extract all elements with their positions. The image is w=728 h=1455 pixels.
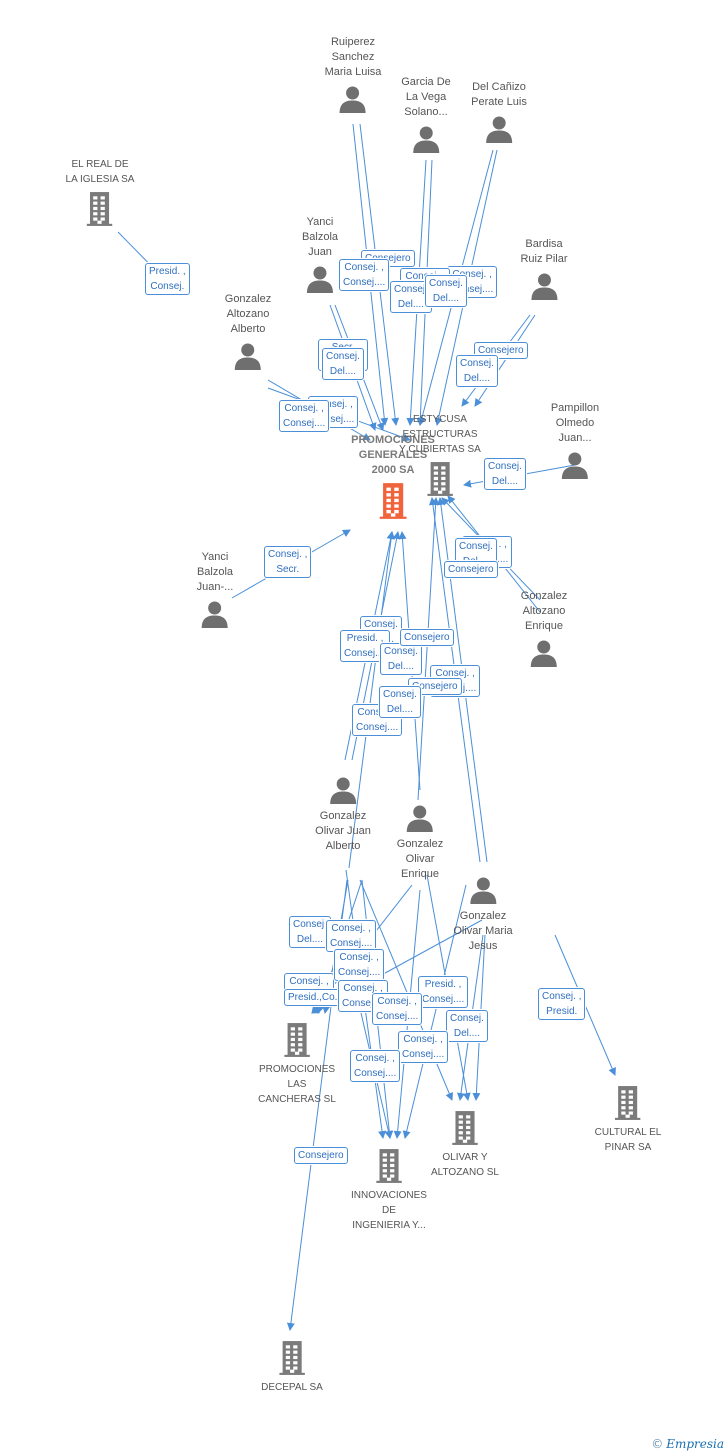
node-gonzalez-enr[interactable]: Gonzalez Altozano Enrique [521,589,567,668]
building-icon [399,461,481,497]
node-yanci2[interactable]: Yanci Balzola Juan-... [196,550,234,629]
node-estycusa[interactable]: ESTYCUSA ESTRUCTURAS Y CUBIERTAS SA [399,412,481,497]
person-icon [453,875,512,905]
node-label: INNOVACIONES DE INGENIERIA Y... [351,1190,427,1231]
node-yanci[interactable]: Yanci Balzola Juan [302,215,338,294]
relation-label[interactable]: Consej. , Secr. [264,546,312,578]
node-innov[interactable]: INNOVACIONES DE INGENIERIA Y... [351,1148,427,1233]
relation-label[interactable]: Consej. Del.... [484,458,526,490]
node-garcia[interactable]: Garcia De La Vega Solano... [401,75,451,154]
relation-label[interactable]: Consej. , Consej.... [339,259,390,291]
person-icon [520,271,567,301]
node-label: Gonzalez Altozano Enrique [520,590,568,632]
node-label: Garcia De La Vega Solano... [401,76,451,118]
person-icon [302,264,338,294]
node-label: Gonzalez Olivar Maria Jesus [453,910,513,952]
person-icon [521,638,567,668]
relation-label[interactable]: Presid. , Consej. [145,263,190,295]
relation-label[interactable]: Consejero [294,1147,348,1164]
person-icon [401,124,451,154]
building-icon [261,1340,323,1376]
relation-label[interactable]: Presid. , Consej.... [418,976,469,1008]
node-label: ESTYCUSA ESTRUCTURAS Y CUBIERTAS SA [399,414,481,455]
relation-label[interactable]: Consej. Del.... [379,686,421,718]
node-cultural[interactable]: CULTURAL EL PINAR SA [594,1085,662,1155]
relation-label[interactable]: Consejero [408,678,462,695]
node-decepal[interactable]: DECEPAL SA [261,1340,323,1395]
relation-label[interactable]: Consej. Del.... [446,1010,488,1042]
node-olivar-enr[interactable]: Gonzalez Olivar Enrique [397,803,443,882]
node-delcanizo[interactable]: Del Cañizo Perate Luis [471,80,527,144]
relation-label[interactable]: Consej. , Consej.... [334,949,385,981]
edge-line-12 [474,314,536,407]
node-label: EL REAL DE LA IGLESIA SA [65,159,135,185]
node-promociones[interactable]: PROMOCIONES GENERALES 2000 SA [351,433,435,520]
building-icon [595,1085,662,1121]
relation-label[interactable]: Consej. Del.... [322,348,364,380]
relation-label[interactable]: Consej. Del.... [390,281,432,313]
building-icon [66,191,135,227]
relation-label[interactable]: Consej. , Consej.... [350,1050,401,1082]
relation-label[interactable]: Consej. , Consej.... [372,993,423,1025]
edge-line-35 [359,879,453,1101]
node-ruiperez[interactable]: Ruiperez Sanchez Maria Luisa [324,35,382,114]
node-label: Gonzalez Olivar Enrique [396,838,444,880]
building-icon [431,1110,499,1146]
node-gonzalez-alb[interactable]: Gonzalez Altozano Alberto [225,292,271,371]
node-label: Del Cañizo Perate Luis [471,81,527,108]
edge-line-23 [417,497,440,801]
copyright-symbol: © [651,1437,664,1451]
relation-label[interactable]: Consejero [400,629,454,646]
building-icon [258,1022,336,1058]
node-pampillon[interactable]: Pampillon Olmedo Juan... [551,401,599,480]
node-label: OLIVAR Y ALTOZANO SL [431,1152,499,1178]
person-icon [325,84,382,114]
node-olivaralt[interactable]: OLIVAR Y ALTOZANO SL [431,1110,499,1180]
node-label: PROMOCIONES GENERALES 2000 SA [351,434,435,476]
person-icon [551,450,599,480]
node-label: DECEPAL SA [261,1382,323,1393]
person-icon [471,114,527,144]
person-icon [397,803,443,833]
relation-label[interactable]: Consej. Del.... [456,355,498,387]
relation-label[interactable]: Consej. , Consej.... [279,400,330,432]
relation-label[interactable]: Consej. Del.... [380,643,422,675]
node-olivar-maria[interactable]: Gonzalez Olivar Maria Jesus [453,875,513,954]
relation-label[interactable]: Consej. Del.... [425,275,467,307]
relation-label[interactable]: Consej. , Consej.... [326,920,377,952]
relation-label[interactable]: Consej. , Consej.... [398,1031,449,1063]
node-label: Bardisa Ruiz Pilar [520,238,568,265]
node-label: Gonzalez Olivar Juan Alberto [315,810,371,852]
node-bardisa[interactable]: Bardisa Ruiz Pilar [520,237,568,301]
edge-line-31 [402,884,467,1139]
node-label: Yanci Balzola Juan-... [196,551,234,593]
edge-line-22 [348,531,396,869]
node-label: Yanci Balzola Juan [301,216,339,258]
relation-label[interactable]: Consejero [474,342,528,359]
relation-label[interactable]: Consej. , Presid. [538,988,586,1020]
node-label: Pampillon Olmedo Juan... [550,402,600,444]
person-icon [315,775,371,805]
node-label: Gonzalez Altozano Alberto [224,293,272,335]
node-realiglesia[interactable]: EL REAL DE LA IGLESIA SA [65,157,135,227]
footer-brand[interactable]: ©Empresia [651,1437,724,1451]
node-label: Ruiperez Sanchez Maria Luisa [324,36,382,78]
person-icon [225,341,271,371]
building-icon [351,1148,427,1184]
node-olivar-juan[interactable]: Gonzalez Olivar Juan Alberto [315,775,371,854]
relation-label[interactable]: Consejero [444,561,498,578]
person-icon [197,599,234,629]
node-label: PROMOCIONES LAS CANCHERAS SL [258,1064,336,1105]
brand-name: Empresia [666,1437,724,1451]
node-label: CULTURAL EL PINAR SA [594,1127,662,1153]
node-cancheras[interactable]: PROMOCIONES LAS CANCHERAS SL [258,1022,336,1107]
relation-label[interactable]: Consej. Del.... [289,916,331,948]
building-icon [351,482,435,520]
